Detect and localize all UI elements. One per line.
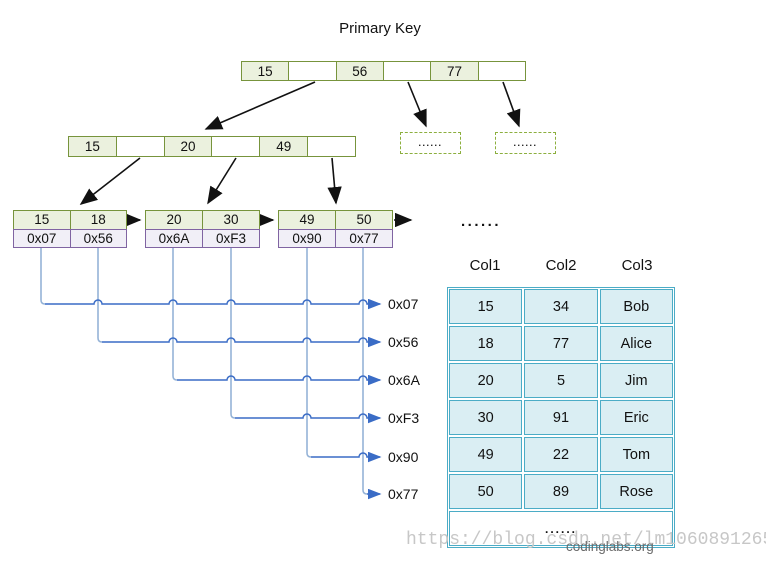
leaf-pointer-cell: 0x07 <box>14 229 70 247</box>
page-title: Primary Key <box>339 20 421 37</box>
leaf-node-3: 49 50 0x90 0x77 <box>278 210 393 248</box>
internal-key-cell: 20 <box>163 137 212 156</box>
internal-pointer-cell <box>211 137 259 156</box>
leaf-key-row: 20 30 <box>145 210 260 230</box>
table-cell: Tom <box>599 437 673 472</box>
root-pointer-cell <box>288 62 335 80</box>
watermark-site: codinglabs.org <box>566 539 654 554</box>
table-cell: 50 <box>449 474 523 509</box>
drop-line-0xF3 <box>230 248 236 419</box>
table-cell: 30 <box>449 400 523 435</box>
leaf-key-row: 49 50 <box>278 210 393 230</box>
arrow-root-to-dashed-1 <box>407 81 427 128</box>
pointer-line-0x07 <box>45 298 382 310</box>
leaf-pointer-row: 0x90 0x77 <box>278 228 393 248</box>
internal-key-cell: 49 <box>259 137 308 156</box>
internal-pointer-cell <box>307 137 355 156</box>
table-cell: 22 <box>524 437 598 472</box>
address-label-0x56: 0x56 <box>388 334 419 350</box>
address-drop-lines <box>40 248 368 495</box>
address-label-0xF3: 0xF3 <box>388 410 420 426</box>
root-pointer-cell <box>382 62 430 80</box>
drop-line-0x6A <box>172 248 178 381</box>
leaf-pointer-cell: 0xF3 <box>202 229 259 247</box>
table-cell: 34 <box>524 289 598 324</box>
leaf-pointer-cell: 0x90 <box>279 229 335 247</box>
drop-line-0x77 <box>362 248 368 495</box>
leaf-pointer-cell: 0x77 <box>335 229 392 247</box>
more-leaves-ellipsis: ...... <box>461 213 502 230</box>
leaf-key-cell: 15 <box>14 211 70 229</box>
leaf-pointer-cell: 0x6A <box>146 229 202 247</box>
table-cell: 77 <box>524 326 598 361</box>
leaf-key-cell: 18 <box>69 211 126 229</box>
table-ellipsis-row: ...... <box>449 511 673 546</box>
arrow-internal-to-leaf-3 <box>327 157 342 205</box>
address-label-0x90: 0x90 <box>388 449 419 465</box>
table-cell: 89 <box>524 474 598 509</box>
leaf-node-2: 20 30 0x6A 0xF3 <box>145 210 260 248</box>
root-pointer-cell <box>477 62 525 80</box>
root-node: 15 56 77 <box>241 61 526 81</box>
leaf-key-cell: 20 <box>146 211 202 229</box>
dashed-node-1: ...... <box>400 132 461 154</box>
address-label-0x07: 0x07 <box>388 296 419 312</box>
pointer-line-0x90 <box>311 451 382 463</box>
data-table: 15 34 Bob 18 77 Alice 20 5 Jim 30 91 Eri… <box>447 287 675 548</box>
table-cell: 20 <box>449 363 523 398</box>
pointer-line-0x6A <box>177 374 382 386</box>
pointer-line-0xF3 <box>235 412 382 424</box>
drop-line-0x90 <box>306 248 312 458</box>
table-cell: Eric <box>599 400 673 435</box>
arrow-root-to-internal <box>204 81 316 130</box>
leaf-key-cell: 49 <box>279 211 335 229</box>
leaf-pointer-row: 0x07 0x56 <box>13 228 127 248</box>
table-cell: 91 <box>524 400 598 435</box>
arrow-internal-to-leaf-1 <box>79 157 141 205</box>
table-cell: Alice <box>599 326 673 361</box>
internal-key-cell: 15 <box>69 137 116 156</box>
column-header-col1: Col1 <box>469 257 501 274</box>
arrow-internal-to-leaf-2 <box>207 157 237 205</box>
internal-pointer-cell <box>115 137 164 156</box>
address-label-0x77: 0x77 <box>388 486 419 502</box>
leaf-pointer-row: 0x6A 0xF3 <box>145 228 260 248</box>
table-cell: Rose <box>599 474 673 509</box>
table-cell: 5 <box>524 363 598 398</box>
leaf-node-1: 15 18 0x07 0x56 <box>13 210 127 248</box>
arrow-root-to-dashed-2 <box>502 81 521 128</box>
table-cell: Bob <box>599 289 673 324</box>
root-key-cell: 77 <box>430 62 478 80</box>
table-column-headers: Col1 Col2 Col3 <box>447 257 675 274</box>
table-cell: Jim <box>599 363 673 398</box>
drop-line-0x56 <box>97 248 103 343</box>
table-cell: 18 <box>449 326 523 361</box>
root-key-cell: 56 <box>335 62 383 80</box>
internal-node: 15 20 49 <box>68 136 356 157</box>
leaf-key-cell: 30 <box>202 211 259 229</box>
leaf-key-cell: 50 <box>335 211 392 229</box>
leaf-key-row: 15 18 <box>13 210 127 230</box>
column-header-col3: Col3 <box>621 257 653 274</box>
table-cell: 49 <box>449 437 523 472</box>
dashed-node-2: ...... <box>495 132 556 154</box>
table-cell: 15 <box>449 289 523 324</box>
root-key-cell: 15 <box>242 62 289 80</box>
address-label-0x6A: 0x6A <box>388 372 420 388</box>
column-header-col2: Col2 <box>545 257 577 274</box>
watermark-url: https://blog.csdn.net/lm1060891265 <box>406 530 766 550</box>
leaf-pointer-cell: 0x56 <box>69 229 126 247</box>
address-pointer-lines <box>45 298 382 500</box>
drop-line-0x07 <box>40 248 46 305</box>
pointer-line-0x56 <box>102 336 382 348</box>
